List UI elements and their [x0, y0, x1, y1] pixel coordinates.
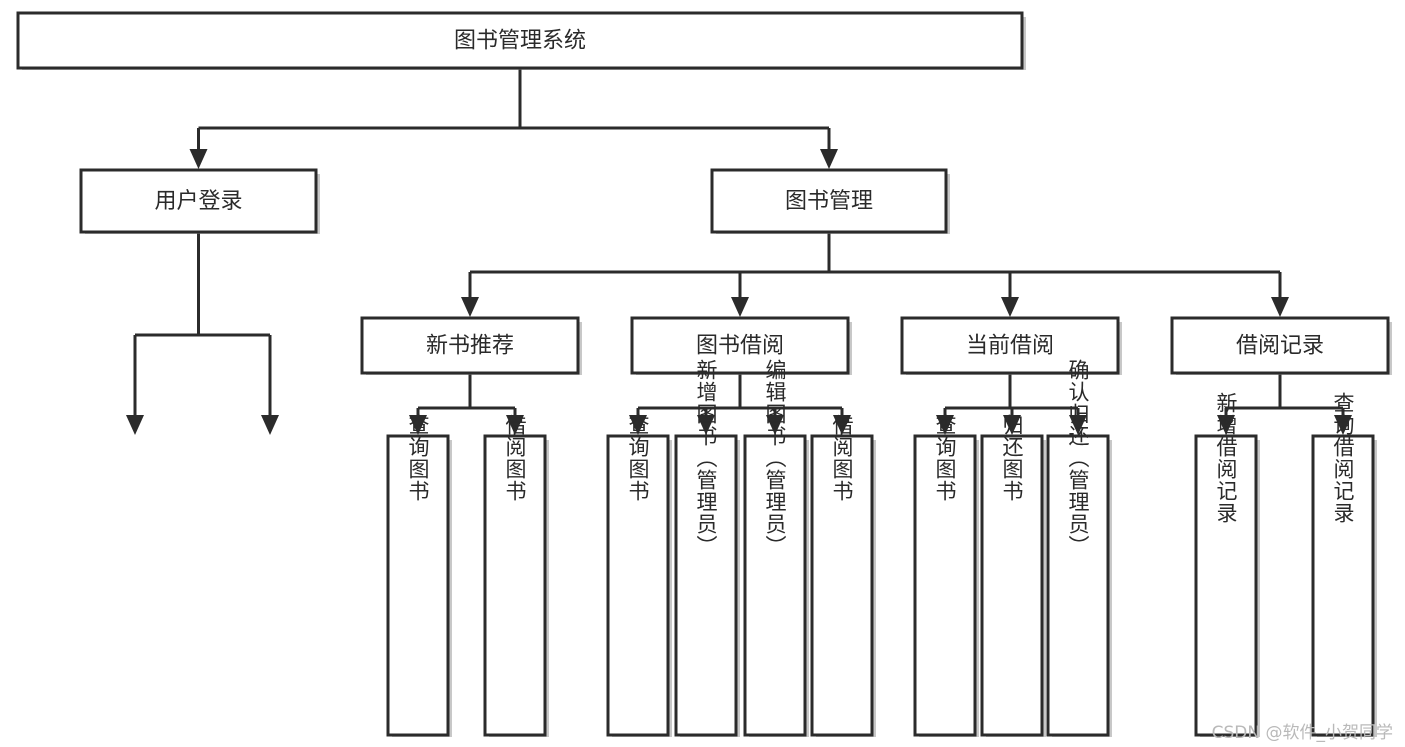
- node-label: 图书借阅: [696, 334, 784, 359]
- node-label: 借阅图书: [830, 414, 854, 502]
- node-user-login[interactable]: 用户登录: [79, 168, 320, 234]
- node-box[interactable]: [79, 168, 318, 234]
- node-borrow-query-book[interactable]: 查询图书: [606, 414, 672, 737]
- node-label: 查询图书: [626, 414, 650, 502]
- node-borrow-record[interactable]: 借阅记录: [1170, 316, 1392, 375]
- arrow-head-icon: [1271, 297, 1289, 317]
- node-current-return-book[interactable]: 归还图书: [980, 414, 1046, 737]
- node-box[interactable]: [1170, 316, 1390, 375]
- node-box[interactable]: [710, 168, 948, 234]
- node-new-book-recommend[interactable]: 新书推荐: [360, 316, 582, 375]
- arrow-head-icon: [1069, 415, 1087, 435]
- node-box[interactable]: [386, 434, 450, 737]
- node-box[interactable]: [483, 434, 547, 737]
- node-box[interactable]: [913, 434, 977, 737]
- node-borrow-add-book-admin[interactable]: 新增图书（管理员）: [674, 359, 740, 737]
- arrow-head-icon: [936, 415, 954, 435]
- node-box[interactable]: [980, 434, 1044, 737]
- node-label: 新增图书（管理员）: [694, 359, 718, 557]
- connector-layer: [126, 68, 1352, 435]
- arrow-head-icon: [1003, 415, 1021, 435]
- node-record-add[interactable]: 新增借阅记录: [1194, 392, 1260, 737]
- node-recommend-borrow-book[interactable]: 借阅图书: [483, 414, 549, 737]
- node-box[interactable]: [360, 316, 580, 375]
- arrow-head-icon: [461, 297, 479, 317]
- node-box[interactable]: [1311, 434, 1375, 737]
- arrow-head-icon: [1334, 415, 1352, 435]
- node-label: 当前借阅: [966, 334, 1054, 359]
- arrow-head-icon: [697, 415, 715, 435]
- node-box[interactable]: [1194, 434, 1258, 737]
- arrow-head-icon: [833, 415, 851, 435]
- node-label: 图书管理系统: [454, 29, 586, 54]
- node-current-borrow[interactable]: 当前借阅: [900, 316, 1122, 375]
- node-book-borrow[interactable]: 图书借阅: [630, 316, 852, 375]
- node-box[interactable]: [900, 316, 1120, 375]
- node-box[interactable]: [606, 434, 670, 737]
- arrow-head-icon: [731, 297, 749, 317]
- arrow-head-icon: [126, 415, 144, 435]
- node-borrow-borrow-book[interactable]: 借阅图书: [810, 414, 876, 737]
- node-box[interactable]: [630, 316, 850, 375]
- arrow-head-icon: [1001, 297, 1019, 317]
- node-label: 归还图书: [1000, 414, 1024, 502]
- node-label: 借阅图书: [503, 414, 527, 502]
- node-label: 查询借阅记录: [1331, 392, 1355, 524]
- arrow-head-icon: [1217, 415, 1235, 435]
- node-box[interactable]: [743, 434, 807, 737]
- node-box[interactable]: [1046, 434, 1110, 737]
- arrow-head-icon: [506, 415, 524, 435]
- node-label: 图书管理: [785, 189, 873, 214]
- arrow-head-icon: [629, 415, 647, 435]
- node-recommend-query-book[interactable]: 查询图书: [386, 414, 452, 737]
- node-box[interactable]: [810, 434, 874, 737]
- node-label: 查询图书: [406, 414, 430, 502]
- node-current-confirm-return-admin[interactable]: 确认归还（管理员）: [1046, 359, 1112, 737]
- arrow-head-icon: [820, 149, 838, 169]
- node-box[interactable]: [16, 11, 1024, 70]
- node-box[interactable]: [674, 434, 738, 737]
- node-root[interactable]: 图书管理系统: [16, 11, 1026, 70]
- node-label: 新书推荐: [426, 334, 514, 359]
- arrow-head-icon: [261, 415, 279, 435]
- node-book-management[interactable]: 图书管理: [710, 168, 950, 234]
- node-label: 确认归还（管理员）: [1066, 359, 1090, 557]
- node-borrow-edit-book-admin[interactable]: 编辑图书（管理员）: [743, 359, 809, 737]
- node-label: 新增借阅记录: [1214, 392, 1238, 524]
- node-label: 借阅记录: [1236, 334, 1324, 359]
- node-label: 查询图书: [933, 414, 957, 502]
- node-current-query-book[interactable]: 查询图书: [913, 414, 979, 737]
- node-label: 编辑图书（管理员）: [763, 359, 787, 557]
- arrow-head-icon: [766, 415, 784, 435]
- csdn-watermark: CSDN @软件_小贺同学: [1211, 723, 1393, 743]
- node-label: 用户登录: [154, 189, 242, 214]
- arrow-head-icon: [189, 149, 208, 169]
- node-record-query[interactable]: 查询借阅记录: [1311, 392, 1377, 737]
- arrow-head-icon: [409, 415, 427, 435]
